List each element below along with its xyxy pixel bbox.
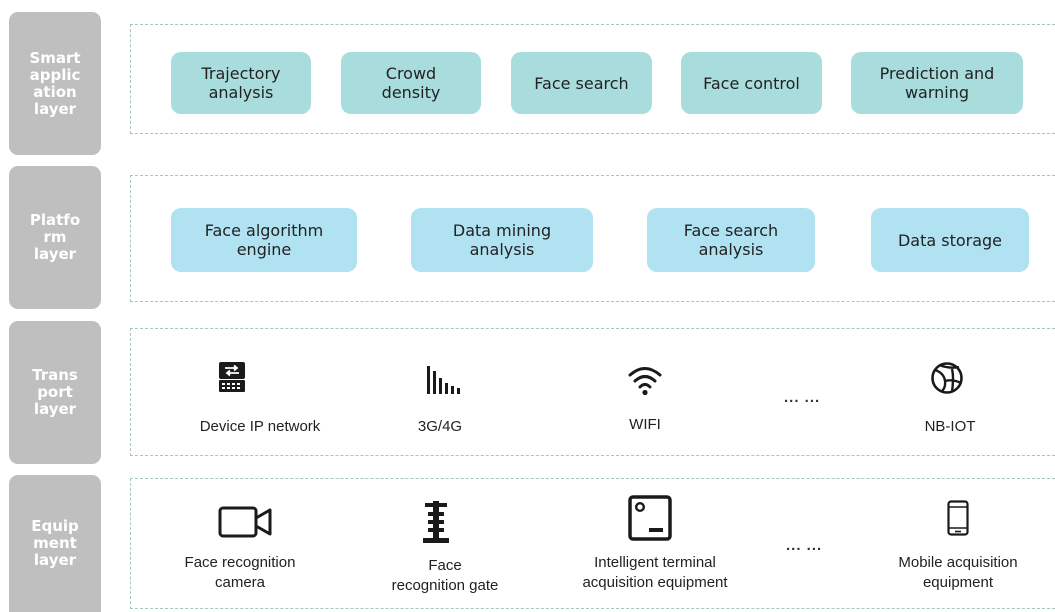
platform-box-face-algorithm-engine: Face algorithm engine [171,208,357,272]
layer-label-application-text: Smart applic ation layer [29,48,81,118]
platform-box-data-mining-analysis: Data mining analysis [411,208,593,272]
layer-label-equipment: Equip ment layer [9,475,101,612]
layer-label-transport-text: Trans port layer [32,366,78,418]
wifi-icon [627,362,663,396]
video-camera-icon [218,505,272,539]
app-box-trajectory-analysis: Trajectory analysis [171,52,311,114]
globe-icon [930,361,964,395]
transport-item-device-ip-network: Device IP network [199,418,321,435]
layer-label-platform: Platfo rm layer [9,166,101,309]
equipment-item-intelligent-terminal: Intelligent terminal acquisition equipme… [582,554,728,591]
layer-label-equipment-text: Equip ment layer [31,517,79,569]
terminal-icon [628,495,672,541]
layer-label-transport: Trans port layer [9,321,101,464]
layer-label-platform-text: Platfo rm layer [29,211,81,263]
transport-panel [130,328,1055,456]
equipment-ellipsis: ... ... [786,537,823,554]
signal-bars-icon [426,365,470,395]
equipment-item-face-recognition-gate: Face recognition gate [391,557,499,594]
platform-box-face-search-analysis: Face search analysis [647,208,815,272]
application-panel [130,24,1055,134]
transport-ellipsis: ... ... [784,389,821,406]
app-box-crowd-density: Crowd density [341,52,481,114]
app-box-face-control: Face control [681,52,822,114]
mobile-phone-icon [947,500,969,536]
layer-label-application: Smart applic ation layer [9,12,101,155]
network-switch-icon [217,361,247,393]
transport-item-3g4g: 3G/4G [417,418,463,435]
app-box-prediction-warning: Prediction and warning [851,52,1023,114]
transport-item-nb-iot: NB-IOT [924,418,976,435]
app-box-face-search: Face search [511,52,652,114]
transport-item-wifi: WIFI [629,416,661,433]
equipment-panel [130,478,1055,609]
equipment-item-mobile-acquisition: Mobile acquisition equipment [898,554,1018,591]
equipment-item-face-recognition-camera: Face recognition camera [184,554,296,591]
platform-box-data-storage: Data storage [871,208,1029,272]
platform-panel [130,175,1055,302]
gate-icon [421,500,451,544]
